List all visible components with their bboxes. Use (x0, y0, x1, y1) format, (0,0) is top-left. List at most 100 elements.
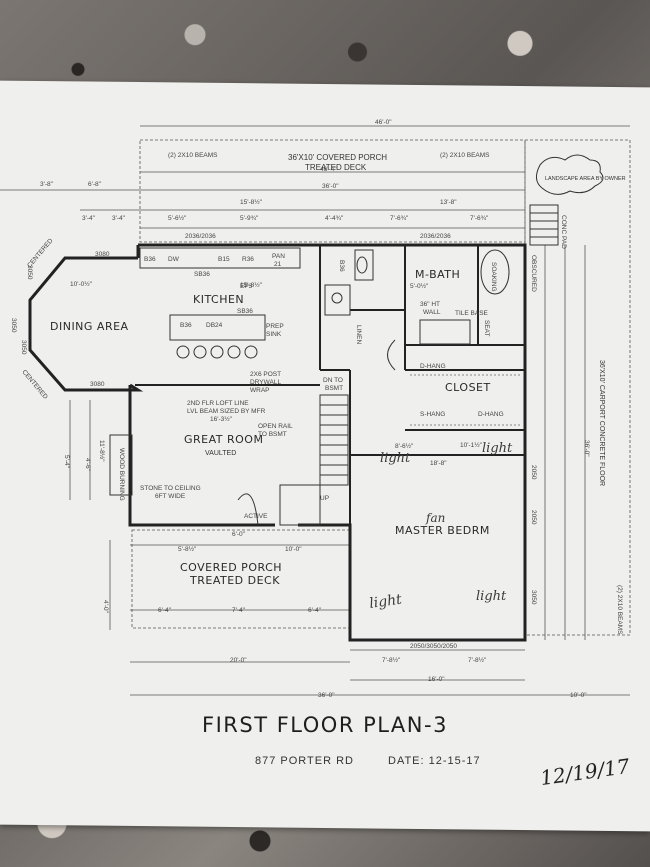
s-hang-note: S-HANG (420, 411, 445, 418)
seat-note: SEAT (483, 320, 490, 337)
dining-area-label: DINING AREA (50, 320, 129, 333)
dim-5-9: 5'-9¾" (240, 215, 259, 222)
plan-title: FIRST FLOOR PLAN-3 (202, 713, 448, 737)
soaking-note: SOAKING (490, 262, 497, 292)
handwritten-light-4: light (476, 589, 507, 604)
cabinet-db24: DB24 (206, 322, 223, 329)
prep-sink-note-1: PREP (266, 323, 284, 330)
window-2036-bath: 2036/2036 (420, 233, 451, 240)
wall-note-2: WALL (423, 309, 441, 316)
open-rail-note-2: TO BSMT (258, 431, 287, 438)
window-3050-bedroom-side: 3050 (530, 590, 537, 605)
date-label: DATE: 12-15-17 (388, 755, 481, 767)
dim-18-8: 18'-8" (430, 460, 447, 467)
dim-overall-top: 46'-0" (375, 119, 392, 126)
dim-6-8: 6'-8" (88, 181, 102, 188)
dim-8-6: 8'-6½" (395, 442, 414, 450)
lvl-beam-note: LVL BEAM SIZED BY MFR (187, 408, 266, 415)
dim-3-4: 3'-4" (82, 215, 96, 222)
dim-3-8: 3'-8" (40, 181, 54, 188)
window-3050-dining-top: 3050 (26, 265, 33, 280)
address-label: 877 PORTER RD (255, 755, 354, 767)
open-rail-note-1: OPEN RAIL (258, 423, 293, 430)
dim-5-8: 5'-8½" (178, 545, 197, 553)
dim-7-8b: 7'-8½" (468, 656, 487, 664)
beams-right-note: (2) 2X10 BEAMS (440, 152, 490, 159)
closet-label: CLOSET (445, 381, 491, 394)
kitchen-label: KITCHEN (193, 293, 244, 306)
stone-note-1: STONE TO CEILING (140, 485, 201, 492)
bottom-porch-label: COVERED PORCH (180, 561, 282, 574)
cabinet-sb36-island: SB36 (237, 308, 253, 315)
post-wrap-note-1: 2X6 POST (250, 371, 281, 378)
cabinet-sb36: SB36 (194, 271, 210, 278)
up-stairs-note: UP (320, 495, 329, 502)
cabinet-dw: DW (168, 256, 180, 263)
master-bedroom-label: MASTER BEDRM (395, 524, 490, 537)
post-wrap-note-3: WRAP (250, 387, 270, 394)
wall-note-1: 36" HT (420, 301, 440, 308)
top-porch-deck-label: TREATED DECK (305, 163, 367, 172)
window-3050-dining-side: 3050 (10, 318, 17, 333)
dim-6-4b: 6'-4" (308, 607, 322, 614)
handwritten-light-2: light (482, 441, 513, 456)
dim-4-4: 4'-4¾" (325, 215, 344, 222)
dim-36-0-side: 36'-0" (583, 440, 590, 457)
dim-4-0: 4'-0" (102, 600, 109, 614)
centered-note-2: CENTERED (20, 369, 49, 401)
dim-7-8: 7'-8½" (382, 656, 401, 664)
cabinet-b36: B36 (144, 256, 156, 263)
dn-bsmt-note-1: DN TO (323, 377, 343, 384)
handwritten-fan: fan (425, 511, 445, 525)
cabinet-b36-island: B36 (180, 322, 192, 329)
wood-burning-note: WOOD BURNING (118, 448, 125, 501)
dim-6-0: 6'-0" (232, 531, 246, 538)
dim-10-0b: 10'-0" (285, 546, 302, 553)
dim-5-6: 5'-6½" (168, 214, 187, 222)
lvl-dim-note: 16'-3½" (210, 415, 233, 423)
dim-15-8: 15'-8½" (240, 198, 263, 206)
dim-bottom-house: 36'-0" (318, 692, 335, 699)
dim-3-4b: 3'-4" (112, 215, 126, 222)
beams-side-note: (2) 2X10 BEAMS (616, 585, 623, 635)
dim-4-6: 4'-6" (84, 458, 91, 472)
window-3050-extra: 3050 (20, 340, 27, 355)
dim-5-4: 5'-4" (63, 455, 70, 469)
ep3-note: EP3 (240, 283, 253, 290)
handwritten-light-3: light (368, 592, 403, 612)
landscape-label: LANDSCAPE AREA BY OWNER (545, 176, 626, 182)
window-bedroom-bottom: 2050/3050/2050 (410, 643, 457, 650)
vaulted-label: VAULTED (205, 450, 236, 457)
prep-sink-note-2: SINK (266, 331, 282, 338)
stone-note-2: 6FT WIDE (155, 493, 186, 500)
bottom-porch-deck-label: TREATED DECK (189, 574, 280, 587)
great-room-label: GREAT ROOM (184, 433, 263, 446)
d-hang-note-2: D-HANG (478, 411, 504, 418)
cabinet-pan: PAN (272, 253, 285, 260)
dim-20-0: 20'-0" (230, 657, 247, 664)
window-2050-b: 2050 (530, 510, 537, 525)
dim-5-0: 5'-0½" (410, 282, 429, 290)
cabinet-b36-bath: B36 (338, 260, 345, 272)
conc-pad-note: CONC PAD (560, 215, 567, 249)
top-porch-label: 36'X10' COVERED PORCH (288, 153, 387, 162)
dim-10-1: 10'-1½" (460, 441, 483, 449)
dim-6-4: 6'-4" (158, 607, 172, 614)
cabinet-pan-num: 21 (274, 261, 282, 268)
carport-label: 36'X10' CARPORT CONCRETE FLOOR (598, 360, 605, 486)
obscured-note: OBSCURED (530, 255, 537, 292)
dim-7-6b: 7'-6¾" (470, 215, 489, 222)
cabinet-b15: B15 (218, 256, 230, 263)
cabinet-r36: R36 (242, 256, 254, 263)
dim-porch-top: 46'-4" (320, 166, 337, 173)
master-bath-label: M-BATH (415, 268, 460, 281)
d-hang-note-1: D-HANG (420, 363, 446, 370)
dn-bsmt-note-2: BSMT (325, 385, 343, 392)
dim-11-8: 11'-8½" (98, 440, 106, 462)
loft-line-note: 2ND FLR LOFT LINE (187, 400, 249, 407)
tile-base-note: TILE BASE (455, 310, 489, 317)
dim-15-8b: 15'-8½" (240, 281, 263, 289)
dim-7-6: 7'-6¾" (390, 215, 409, 222)
window-2050-a: 2050 (530, 465, 537, 480)
